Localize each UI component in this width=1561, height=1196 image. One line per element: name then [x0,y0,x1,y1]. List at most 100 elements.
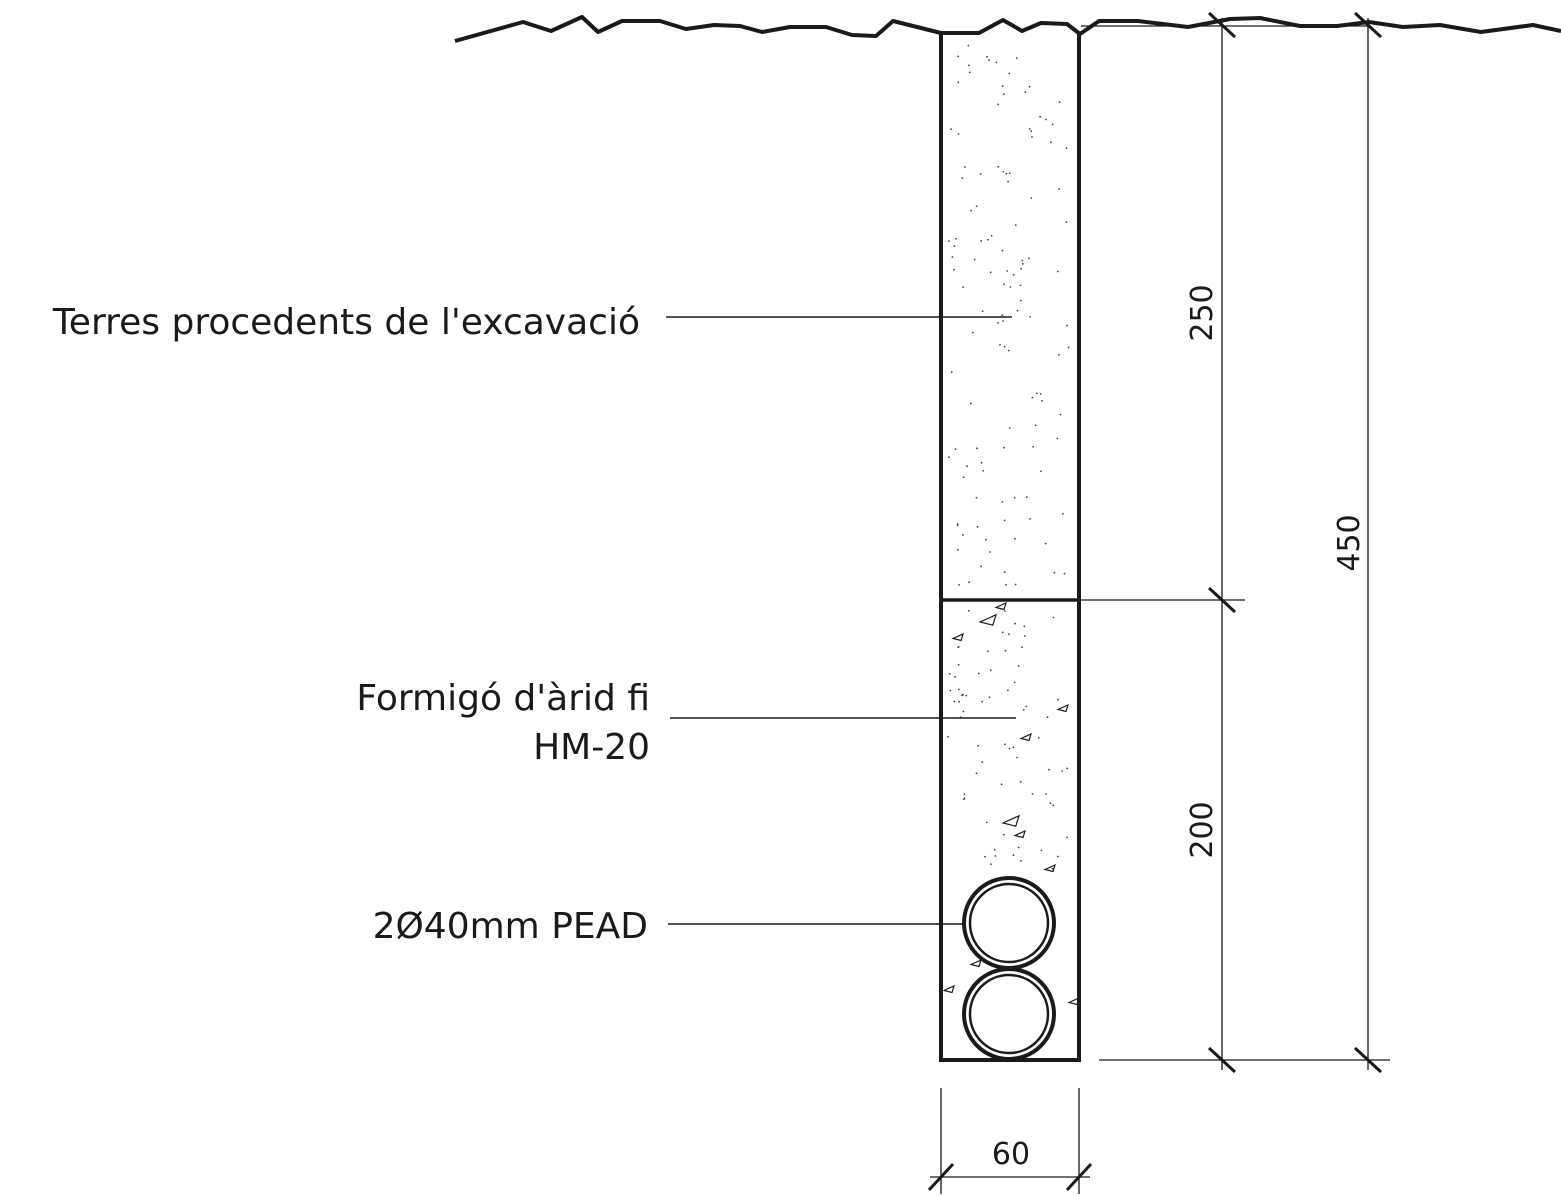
concrete-texture-dot [981,700,984,703]
soil-texture-dot [975,496,978,499]
concrete-texture-dot [1012,746,1015,748]
concrete-texture-dot [1037,737,1040,739]
soil-texture-dot [1028,257,1030,260]
soil-texture-dot [1066,324,1068,327]
concrete-texture-dot [1021,646,1023,649]
concrete-texture-dot [984,855,986,858]
concrete-texture-dot [1049,802,1052,805]
soil-texture-dot [1030,130,1033,133]
concrete-texture-dot [1045,793,1047,795]
soil-texture-dot [981,310,984,312]
aggregate-triangle [1043,863,1056,873]
soil-texture-dot [1058,188,1060,191]
dimension-text-60: 60 [992,1137,1030,1172]
soil-texture-dot [958,584,960,586]
soil-texture-dot [989,551,991,553]
soil-texture-dot [1034,424,1037,427]
concrete-texture-dot [1007,689,1009,692]
soil-texture-dot [980,240,983,242]
soil-texture-dot [957,548,959,551]
soil-texture-dot [1020,268,1022,270]
soil-texture-dot [1014,224,1017,227]
soil-texture-dot [1051,123,1054,126]
concrete-texture-dot [1057,698,1059,701]
soil-texture-dot [1028,128,1031,130]
soil-texture-dot [1032,445,1034,448]
soil-texture-dot [987,238,989,241]
concrete-texture-dot [988,696,991,699]
concrete-texture-dot [957,663,960,666]
soil-texture-dot [1014,583,1017,586]
soil-texture-dot [1056,437,1059,440]
soil-texture-dot [968,64,970,67]
soil-texture-dot [988,59,990,61]
soil-texture-dot [962,534,964,536]
soil-texture-dot [1029,518,1031,520]
concrete-texture-dot [975,772,978,775]
soil-texture-dot [1001,249,1004,252]
concrete-texture-dot [1014,622,1016,625]
concrete-texture-dot [953,700,956,703]
concrete-texture-dot [993,848,996,851]
soil-texture-dot [980,461,983,464]
concrete-texture-dot [1000,783,1003,786]
concrete-texture-dot [1001,631,1004,634]
soil-texture-dot [956,524,959,527]
soil-texture-dot [954,448,957,450]
dimension-text-450: 450 [1332,514,1367,571]
soil-texture-dot [961,177,964,179]
soil-texture-dot [976,447,978,450]
soil-texture-dot [1019,299,1022,302]
concrete-texture-dot [985,821,988,824]
soil-texture-dot [995,61,998,64]
label-soil-fill: Terres procedents de l'excavació [52,302,640,343]
soil-texture-dot [1002,93,1005,96]
soil-texture-dot [950,371,953,374]
dimension-line-width [927,1162,1093,1192]
soil-texture-dot [1005,583,1007,586]
concrete-texture-dot [1061,770,1063,772]
soil-texture-dot [966,465,968,468]
concrete-texture-dot [947,735,949,738]
soil-texture-dot [1009,286,1012,288]
concrete-texture-dot [1025,705,1028,708]
soil-texture-dot [1041,399,1043,402]
soil-texture-dot [1003,571,1006,573]
soil-texture-dot [1063,572,1066,575]
concrete-texture-dot [963,797,966,800]
soil-texture-dot [1015,57,1018,59]
concrete-texture-dot [1031,793,1034,795]
soil-texture-dot [957,133,960,135]
concrete-texture-dot [1023,635,1026,637]
soil-texture-dot [1067,346,1070,349]
aggregate-triangle [1067,996,1080,1006]
concrete-texture-dot [977,672,980,675]
soil-texture-dot [1058,353,1060,356]
soil-texture-dot [997,322,999,324]
soil-texture-dot [1045,118,1047,121]
concrete-texture-dot [1008,747,1011,750]
aggregate-triangle [1056,703,1069,713]
concrete-texture-dot [954,675,956,678]
concrete-texture-dot [1066,836,1068,839]
concrete-texture-dot [1046,716,1049,718]
concrete-texture-dot [989,669,992,672]
ground-surface-line [454,15,1561,43]
aggregate-triangle [978,613,997,626]
concrete-texture-dot [958,700,960,703]
label-concrete-line2: HM-20 [533,727,650,768]
soil-texture-dot [968,71,971,74]
concrete-texture-dot [990,863,992,865]
soil-texture-dot [990,234,993,237]
soil-texture-dot [1050,141,1052,144]
soil-texture-dot [1002,170,1005,173]
soil-texture-dot [1057,270,1059,273]
soil-texture-dot [1053,571,1056,574]
soil-texture-dot [1029,316,1031,318]
soil-texture-dot [1008,172,1011,175]
soil-texture-dot [1021,263,1024,265]
concrete-texture-dot [948,672,951,675]
concrete-texture-dot [1022,709,1025,711]
aggregate-triangle [1013,829,1026,839]
concrete-texture-dot [1013,681,1016,684]
